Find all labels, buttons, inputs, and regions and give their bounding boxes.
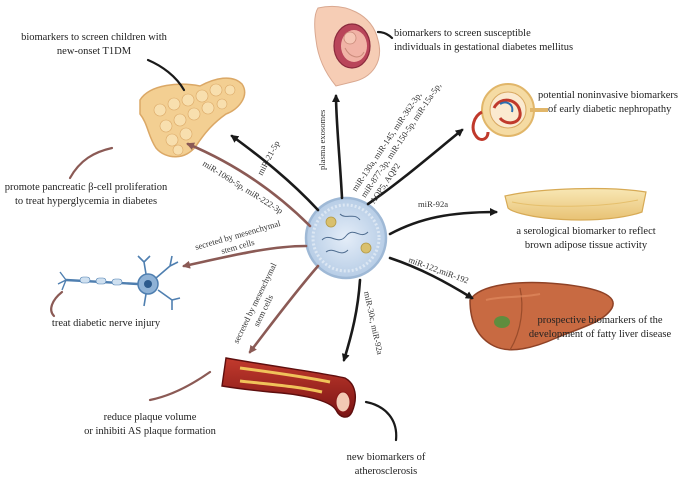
kidney-icon [471,83,548,141]
connector-nerve-text [50,290,64,318]
connector-pancreas-text [68,146,114,180]
arrow-to-pancreas-mir106b [186,142,312,228]
arrow-to-kidney [366,128,464,206]
outcome-nephropathy: potential noninvasive biomarkers of earl… [538,90,678,115]
connector-plaque [148,370,212,402]
arrow-to-athero [341,278,362,362]
arrow-to-pancreas-mir21 [230,134,320,212]
svg-text:promote pancreatic β-cell prol: promote pancreatic β-cell proliferation [5,182,168,193]
svg-text:a serological biomarker to ref: a serological biomarker to reflect [516,226,655,237]
svg-text:biomarkers to screen susceptib: biomarkers to screen susceptible [394,28,531,39]
liver-icon [469,281,614,351]
outcome-adipose: a serological biomarker to reflect brown… [516,226,655,251]
outcome-nerve: treat diabetic nerve injury [52,318,161,329]
label-mir92a: miR-92a [418,199,448,209]
outcome-plaque: reduce plaque volume or inhibiti AS plaq… [84,412,217,437]
svg-text:of early diabetic nephropathy: of early diabetic nephropathy [548,104,672,115]
label-msc-vessel: secreted by mesenchymal stem cells [231,261,279,345]
outcome-liver: prospective biomarkers of the developmen… [529,315,672,340]
svg-text:atherosclerosis: atherosclerosis [355,466,417,477]
label-kidney-mirs: miR-130a, miR-145, miR-362-3p, miR-877-3… [349,81,443,206]
neuron-icon [57,255,181,310]
connector-t1dm [146,58,186,92]
svg-text:biomarkers to screen children: biomarkers to screen children with [21,32,168,43]
blood-vessel-icon [221,357,357,418]
arrow-to-adipose [388,208,498,236]
arrow-to-liver [388,256,474,300]
exosome-icon [304,196,388,280]
svg-text:to treat hyperglycemia in diab: to treat hyperglycemia in diabetes [15,196,157,207]
svg-text:potential noninvasive biomarke: potential noninvasive biomarkers [538,90,678,101]
svg-text:or inhibiti AS plaque formatio: or inhibiti AS plaque formation [84,426,217,437]
outcome-t1dm: biomarkers to screen children with new-o… [21,32,168,57]
svg-text:prospective biomarkers of the: prospective biomarkers of the [537,315,662,326]
svg-text:new biomarkers of: new biomarkers of [347,452,426,463]
connector-gdm [376,30,394,40]
arrow-to-pregnancy [332,94,344,200]
outcome-gdm: biomarkers to screen susceptible individ… [394,28,573,53]
label-mir122: miR-122,miR-192 [407,254,470,285]
svg-text:treat diabetic nerve injury: treat diabetic nerve injury [52,318,161,329]
svg-text:reduce plaque volume: reduce plaque volume [104,412,197,423]
svg-text:individuals in gestational dia: individuals in gestational diabetes mell… [394,42,573,53]
arrows [50,30,498,442]
adipose-tissue-icon [504,187,647,221]
arrow-to-nerve [182,244,308,269]
arrow-to-vessel [248,264,320,354]
pregnant-belly-icon [314,6,380,87]
label-mir30c: miR-30c, miR-92a [362,290,385,355]
connector-athero [364,400,398,442]
svg-text:development of fatty liver dis: development of fatty liver disease [529,329,672,340]
svg-text:new-onset T1DM: new-onset T1DM [57,46,132,57]
label-plasma-exosomes: plasma exosomes [317,109,327,170]
outcome-pancreas: promote pancreatic β-cell proliferation … [5,182,168,207]
label-msc-nerve: secreted by mesenchymal stem cells [194,218,282,256]
outcome-athero: new biomarkers of atherosclerosis [347,452,426,477]
outcome-texts: biomarkers to screen children with new-o… [5,28,678,477]
svg-text:brown adipose tissue activity: brown adipose tissue activity [525,240,648,251]
svg-text:miR-877-3p, miR-150-5p, miR-15: miR-877-3p, miR-150-5p, miR-15a-5p, [358,81,443,200]
pancreas-icon [139,77,246,158]
